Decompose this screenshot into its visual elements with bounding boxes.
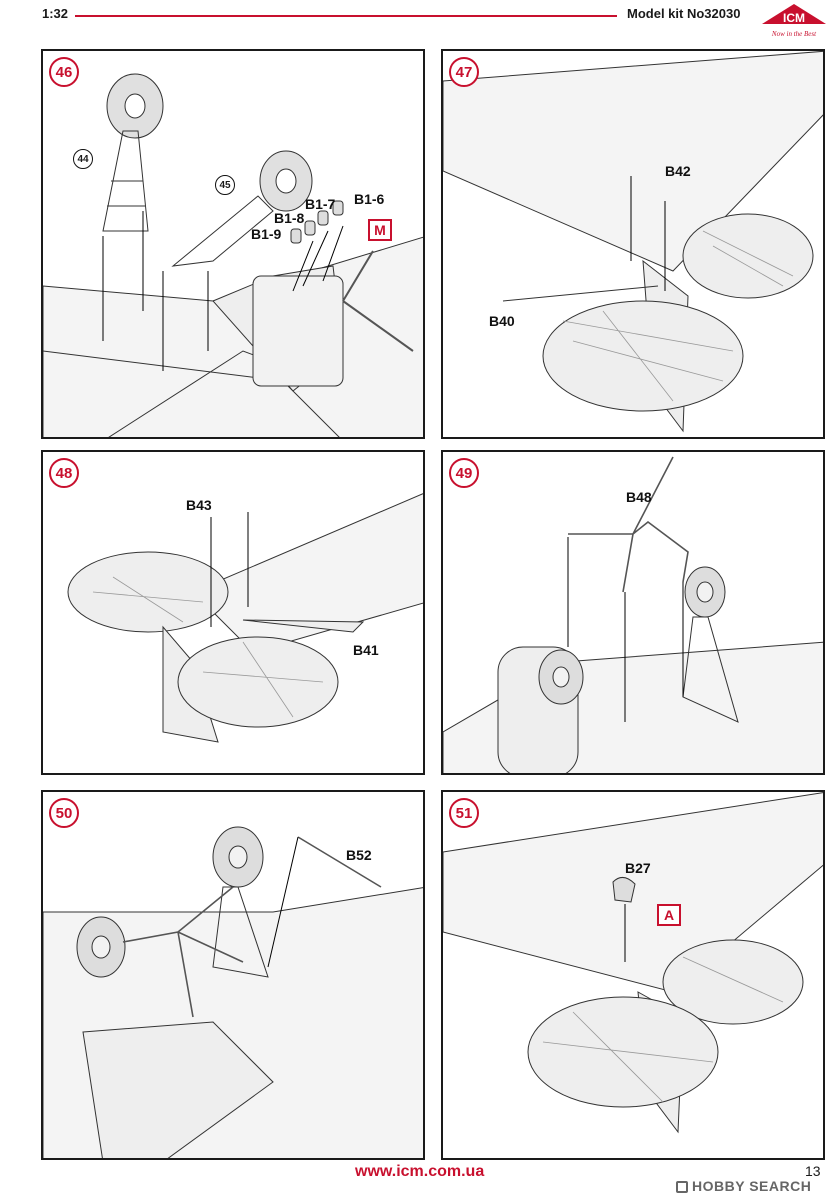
watermark: HOBBY SEARCH [676,1178,811,1194]
part-label: B40 [489,313,515,329]
step-46-illustration [43,73,423,437]
part-label: B27 [625,860,651,876]
kit-number: Model kit No32030 [627,6,741,21]
part-label: B48 [626,489,652,505]
step-number: 51 [449,798,479,828]
svg-text:Now in the Best: Now in the Best [771,30,817,38]
subassembly-ref: 44 [73,149,93,169]
step-number: 50 [49,798,79,828]
step-50-panel: 50 B52 [41,790,425,1160]
footer-url: www.icm.com.ua [355,1163,485,1180]
part-label: B52 [346,847,372,863]
scale-label: 1:32 [42,6,69,21]
step-47-illustration [443,51,823,433]
step-49-illustration [443,456,823,773]
header-rule [75,15,617,17]
part-label: B1-6 [354,191,385,207]
subassembly-ref: 45 [215,175,235,195]
step-number: 46 [49,57,79,87]
part-label: B1-8 [274,210,305,226]
icm-logo: ICM Now in the Best [762,4,826,38]
part-label: B1-9 [251,226,282,242]
part-label: B41 [353,642,379,658]
part-label: B42 [665,163,691,179]
step-51-illustration [443,792,823,1134]
step-48-illustration [67,493,423,743]
step-50-illustration [43,826,423,1158]
step-48-panel: 48 B43 B41 [41,450,425,775]
paint-code: M [368,219,392,241]
paint-code: A [657,904,681,926]
part-label: B43 [186,497,212,513]
part-label: B1-7 [305,196,336,212]
page-number: 13 [805,1163,821,1179]
watermark-icon [676,1181,688,1193]
svg-text:ICM: ICM [783,11,805,25]
step-number: 48 [49,458,79,488]
step-47-panel: 47 B42 B40 [441,49,825,439]
step-49-panel: 49 B48 [441,450,825,775]
step-51-panel: 51 B27 A [441,790,825,1160]
step-number: 47 [449,57,479,87]
step-46-panel: 46 44 45 B1-7 B1-6 B1-8 B1-9 M [41,49,425,439]
step-number: 49 [449,458,479,488]
